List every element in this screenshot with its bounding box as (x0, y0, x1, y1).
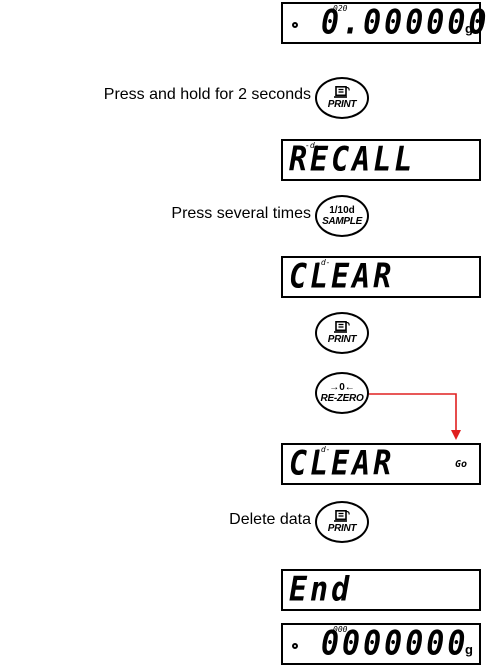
printer-icon (334, 510, 350, 522)
stable-indicator-icon (292, 22, 298, 28)
instruction-delete: Delete data (229, 511, 311, 528)
display-main-text: CLEAR (289, 444, 395, 484)
display-small-digits: 020 (333, 4, 348, 13)
rezero-button[interactable]: →0← RE-ZERO (315, 372, 369, 414)
display-mode-indicator: -d- (316, 258, 331, 267)
instruction-several: Press several times (171, 205, 311, 222)
print-button-label: PRINT (327, 99, 357, 110)
display-mode-indicator: -d- (305, 141, 320, 150)
display-clear: -d- CLEAR (281, 256, 481, 298)
print-button-label: PRINT (327, 334, 357, 345)
sample-button-label: SAMPLE (322, 216, 362, 227)
print-button[interactable]: PRINT (315, 77, 369, 119)
display-small-digits: 000 (333, 625, 348, 634)
display-unit: g (465, 21, 473, 36)
display-clear-go: -d- CLEAR Go (281, 443, 481, 485)
display-main-value: 0.000000 (321, 3, 490, 43)
display-mode-indicator: -d- (316, 445, 331, 454)
display-go-indicator: Go (455, 459, 468, 470)
display-main-text: CLEAR (289, 257, 395, 297)
display-main-text: End (289, 570, 353, 610)
display-unit: g (465, 642, 473, 657)
display-recall: -d- RECALL (281, 139, 481, 181)
display-main-text: RECALL (289, 140, 416, 180)
printer-icon (334, 321, 350, 333)
rezero-button-top-label: →0← (329, 382, 355, 393)
print-button[interactable]: PRINT (315, 501, 369, 543)
instruction-hold: Press and hold for 2 seconds (103, 86, 311, 103)
sample-button[interactable]: 1/10d SAMPLE (315, 195, 369, 237)
printer-icon (334, 86, 350, 98)
display-end: End (281, 569, 481, 611)
display-main-value: 0000000 (321, 624, 469, 664)
sample-button-top-label: 1/10d (329, 205, 355, 216)
display-weight-final: 000 0000000 g (281, 623, 481, 665)
rezero-button-label: RE-ZERO (320, 393, 364, 404)
display-weight-start: 020 0.000000 g (281, 2, 487, 44)
print-button-label: PRINT (327, 523, 357, 534)
print-button[interactable]: PRINT (315, 312, 369, 354)
stable-indicator-icon (292, 643, 298, 649)
